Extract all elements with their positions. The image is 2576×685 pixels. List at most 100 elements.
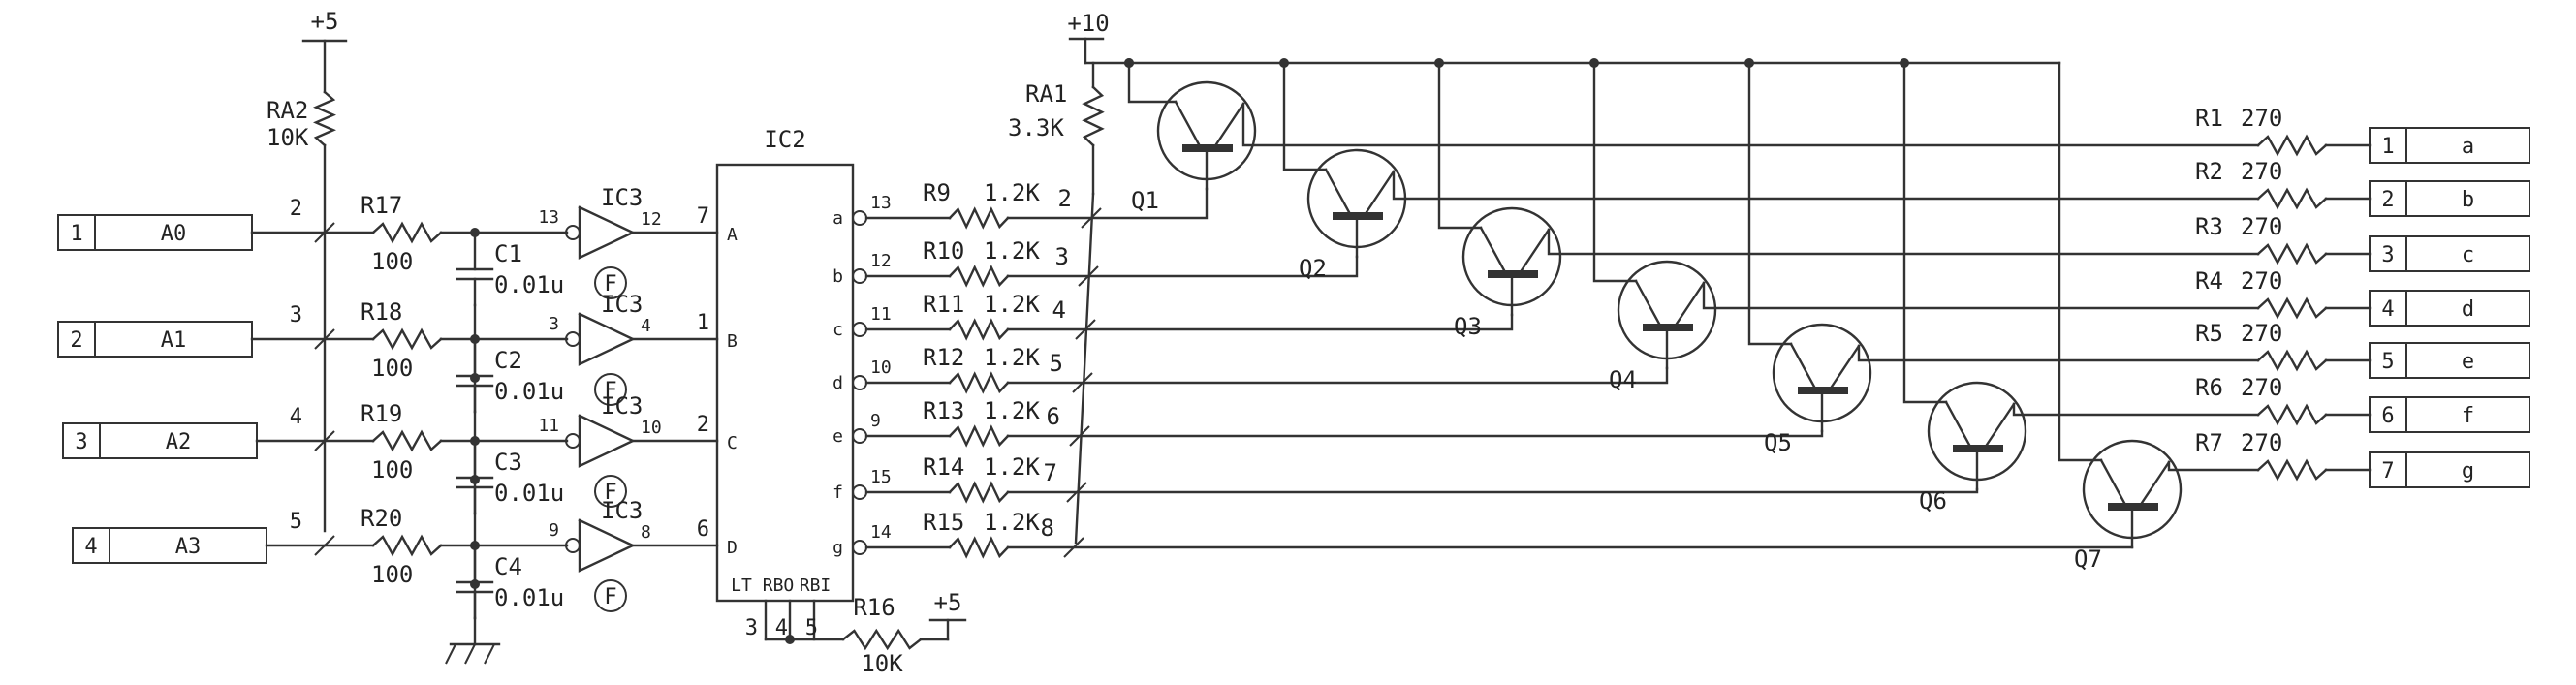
collector-to-load-0	[1241, 102, 2260, 147]
ic2-bottom-label-1: RBO	[763, 576, 795, 596]
segment-connector-6-number: 6	[2381, 404, 2394, 428]
ra2-value: 10K	[267, 124, 309, 151]
load-res-value-3: 270	[2241, 267, 2282, 295]
transistor-5	[1772, 323, 1872, 423]
gate-out-pin-4: 8	[641, 522, 651, 543]
transistor-base-bar-5	[1798, 387, 1848, 394]
wiring	[94, 37, 2407, 665]
load-res-ref-5: R6	[2195, 374, 2223, 401]
ra1-pin-1: 3	[1055, 243, 1069, 270]
transistor-emitter-6	[1944, 400, 1971, 447]
transistor-ref-2: Q2	[1299, 255, 1327, 282]
rail-dot-2	[1434, 58, 1444, 68]
rail-dot-1	[1279, 58, 1289, 68]
flag-letter-3: F	[604, 481, 616, 505]
segment-connector-1-number: 1	[2381, 135, 2394, 159]
segment-connector-3-body	[2369, 235, 2530, 272]
ra2-pin-4: 5	[290, 510, 302, 534]
ra2-ref: RA2	[267, 97, 308, 124]
emitter-to-rail-3	[1592, 61, 1638, 283]
ra1-value: 3.3K	[1008, 114, 1064, 141]
ic2-input-0: A	[727, 225, 738, 245]
input-connector-1-label: A0	[161, 222, 187, 246]
base-resistor-6	[948, 536, 1010, 559]
transistor-2	[1306, 148, 1407, 249]
load-res-value-1: 270	[2241, 158, 2282, 185]
rail-dot-4	[1744, 58, 1754, 68]
rail-dot-3	[1589, 58, 1599, 68]
ic2-output-bubble-6	[852, 540, 867, 555]
transistor-emitter-4	[1634, 279, 1661, 326]
ra1-pin-4: 6	[1047, 403, 1060, 430]
cap-ref-4: C4	[494, 553, 522, 580]
transistor-emitter-5	[1789, 342, 1816, 389]
transistor-ref-4: Q4	[1609, 366, 1637, 393]
transistor-4	[1617, 260, 1717, 360]
input-connector-1-number: 1	[70, 222, 82, 246]
flag-circle-3	[594, 475, 627, 508]
cap-value-2: 0.01u	[494, 378, 564, 405]
transistor-collector-3	[1520, 228, 1551, 272]
series-res-value-4: 100	[371, 561, 413, 588]
emitter-to-rail-4	[1747, 61, 1793, 346]
series-res-value-3: 100	[371, 456, 413, 483]
series-res-ref-1: R17	[361, 192, 402, 219]
transistor-emitter-2	[1324, 168, 1351, 214]
segment-connector-6-body	[2369, 396, 2530, 433]
gate-out-pin-3: 10	[641, 418, 662, 438]
transistor-7	[2082, 439, 2183, 540]
gate-in-pin-4: 9	[549, 520, 559, 541]
ic2-input-2: C	[727, 433, 738, 453]
gate-out-pin-2: 4	[641, 316, 651, 336]
rail-dot-5	[1900, 58, 1909, 68]
base-feed-1	[1006, 255, 1359, 278]
series-res-ref-4: R20	[361, 505, 402, 532]
base-res-value-4: 1.2K	[984, 397, 1040, 424]
ra1-pin-0: 2	[1058, 185, 1072, 212]
ic2-bottom-label-0: LT	[731, 576, 752, 596]
base-feed-3	[1006, 366, 1669, 385]
collector-to-load-3	[1702, 281, 2260, 310]
series-res-ref-2: R18	[361, 298, 402, 326]
segment-connector-5-label: e	[2462, 350, 2474, 374]
base-resistor-4	[948, 424, 1010, 448]
load-resistor-3	[2256, 296, 2328, 320]
inverter-gate-2	[578, 312, 636, 366]
flag-circle-4	[594, 579, 627, 612]
rail-dot-start	[1124, 58, 1134, 68]
ra1-pin-2: 4	[1052, 296, 1066, 324]
ic2-out-pin-3: 10	[870, 358, 892, 378]
transistor-ref-7: Q7	[2074, 545, 2102, 573]
transistor-1	[1156, 80, 1257, 181]
ground-hatch-2	[464, 643, 476, 665]
base-res-ref-1: R10	[923, 237, 964, 265]
collector-to-load-4	[1857, 344, 2260, 362]
ra1-pin-6: 8	[1041, 514, 1054, 542]
load-resistor-6	[2256, 458, 2328, 482]
ic2-in-pin-1: 1	[697, 311, 709, 335]
ic2-output-bubble-2	[852, 322, 867, 337]
ic2-in-pin-0: 7	[697, 204, 709, 229]
load-res-value-4: 270	[2241, 320, 2282, 347]
segment-connector-5-number: 5	[2381, 350, 2394, 374]
ic2-out-pin-5: 15	[870, 467, 892, 487]
ic2-out-pin-1: 12	[870, 251, 892, 271]
ra1-resistor	[1082, 85, 1105, 147]
load-res-ref-4: R5	[2195, 320, 2223, 347]
inverter-gate-4	[578, 518, 636, 573]
ic2-output-bubble-5	[852, 484, 867, 500]
segment-connector-3-number: 3	[2381, 243, 2394, 267]
load-res-ref-2: R3	[2195, 213, 2223, 240]
input-connector-2-number: 2	[70, 328, 82, 353]
flag-circle-2	[594, 373, 627, 406]
gate-in-pin-2: 3	[549, 314, 559, 334]
r16-resistor	[841, 628, 923, 651]
emitter-to-rail-1	[1282, 61, 1328, 171]
transistor-base-bar-7	[2108, 503, 2158, 511]
cap-ref-1: C1	[494, 240, 522, 267]
transistor-emitter-1	[1174, 100, 1201, 146]
collector-to-load-5	[2012, 402, 2260, 417]
ground-dot-3	[470, 579, 480, 589]
base-res-value-5: 1.2K	[984, 453, 1040, 481]
